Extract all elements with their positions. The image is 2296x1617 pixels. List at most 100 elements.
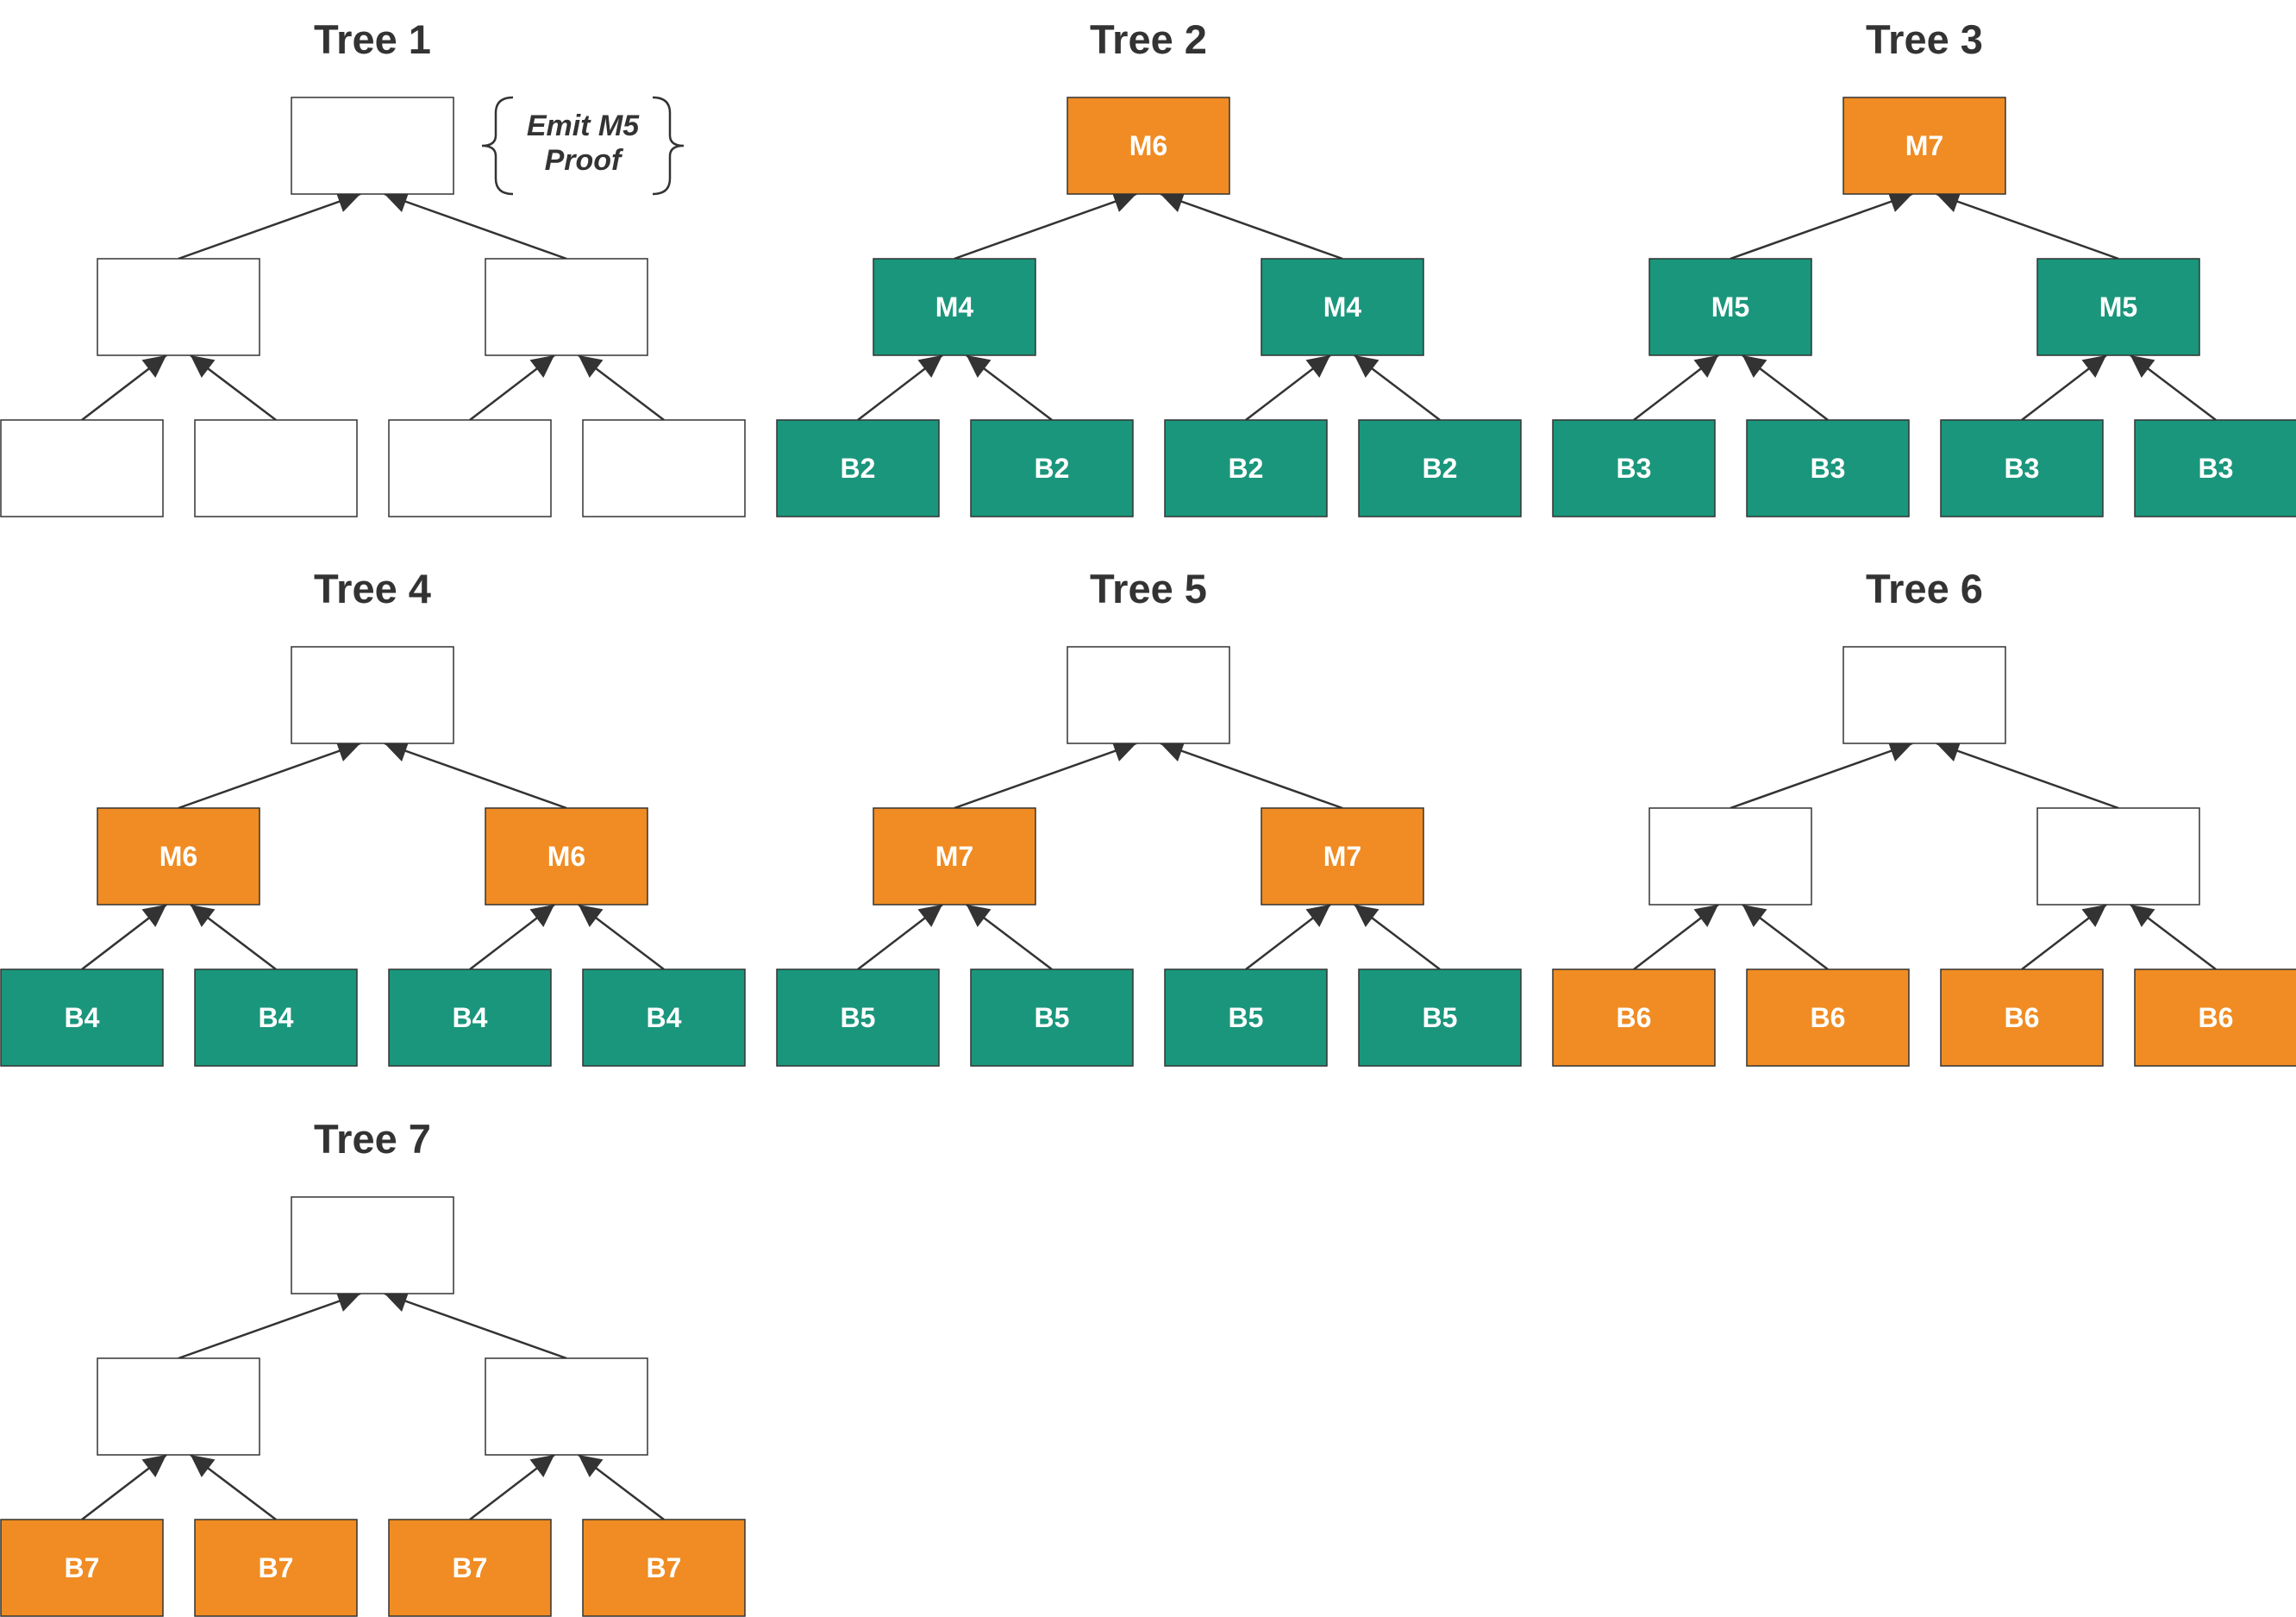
- leaf-node-box: [194, 1519, 358, 1617]
- root-node-box: [1842, 646, 2006, 744]
- leaf-node-box: [194, 968, 358, 1067]
- mid-node: [97, 1357, 260, 1456]
- tree-title: Tree 4: [314, 566, 431, 611]
- leaf-node-label: B7: [259, 1552, 294, 1583]
- annotation-line-1: Emit M5: [527, 110, 640, 142]
- mid-node-box: [97, 1357, 260, 1456]
- edge-leaf-3-to-mid-2: [2021, 904, 2107, 970]
- edge-leaf-3-to-mid-2: [1245, 354, 1331, 421]
- edge-leaf-4-to-mid-2: [1354, 904, 1441, 970]
- leaf-node-box: [1358, 968, 1522, 1067]
- edge-mid-1-to-root: [178, 191, 361, 260]
- mid-node-label: M6: [160, 841, 197, 872]
- mid-node-label: M5: [2099, 291, 2137, 323]
- leaf-node: B2: [1358, 419, 1522, 517]
- leaf-node-box: [1164, 968, 1328, 1067]
- leaf-node-box: [1940, 419, 2104, 517]
- leaf-node-box: [1164, 419, 1328, 517]
- edge-leaf-2-to-mid-1: [1742, 904, 1829, 970]
- mid-node-label: M4: [1323, 291, 1362, 323]
- leaf-node-label: B2: [1229, 453, 1264, 484]
- leaf-node-box: [1940, 968, 2104, 1067]
- leaf-node: B5: [1164, 968, 1328, 1067]
- mid-node-box: [1648, 807, 1812, 906]
- tree-title: Tree 1: [314, 16, 431, 62]
- edge-leaf-3-to-mid-2: [2021, 354, 2107, 421]
- mid-node-box: [1648, 258, 1812, 356]
- leaf-node: B3: [1940, 419, 2104, 517]
- leaf-node-label: B6: [2005, 1002, 2040, 1033]
- edge-leaf-2-to-mid-1: [966, 354, 1053, 421]
- mid-node-box: [485, 1357, 648, 1456]
- edge-leaf-3-to-mid-2: [469, 904, 555, 970]
- root-node-box: [291, 1196, 454, 1294]
- edge-mid-1-to-root: [1730, 191, 1913, 260]
- leaf-node-box: [776, 968, 940, 1067]
- leaf-node-label: B5: [1423, 1002, 1458, 1033]
- leaf-node-label: B4: [259, 1002, 294, 1033]
- root-node-box: [1842, 97, 2006, 195]
- leaf-node-box: [194, 419, 358, 517]
- mid-node: M5: [2036, 258, 2200, 356]
- edge-mid-2-to-root: [384, 1290, 567, 1360]
- leaf-node: B7: [582, 1519, 746, 1617]
- leaf-node-box: [388, 419, 552, 517]
- edge-leaf-2-to-mid-1: [190, 1454, 277, 1520]
- leaf-node: [0, 419, 164, 517]
- edge-mid-2-to-root: [384, 191, 567, 260]
- leaf-node: B3: [1552, 419, 1716, 517]
- leaf-node: B3: [2134, 419, 2296, 517]
- leaf-node: B2: [776, 419, 940, 517]
- leaf-node: [388, 419, 552, 517]
- leaf-node-box: [388, 968, 552, 1067]
- leaf-node: B4: [0, 968, 164, 1067]
- edge-mid-1-to-root: [954, 191, 1137, 260]
- right-brace: [652, 96, 685, 196]
- edge-leaf-1-to-mid-1: [1633, 904, 1719, 970]
- edge-mid-2-to-root: [1160, 191, 1343, 260]
- edge-leaf-4-to-mid-2: [2130, 904, 2217, 970]
- edge-leaf-3-to-mid-2: [469, 1454, 555, 1520]
- edge-mid-2-to-root: [1936, 740, 2119, 810]
- mid-node: [2036, 807, 2200, 906]
- leaf-node: B6: [2134, 968, 2296, 1067]
- leaf-node-box: [388, 1519, 552, 1617]
- mid-node: M4: [1261, 258, 1424, 356]
- edge-leaf-2-to-mid-1: [190, 904, 277, 970]
- mid-node-box: [2036, 258, 2200, 356]
- edge-leaf-3-to-mid-2: [469, 354, 555, 421]
- leaf-node: B4: [388, 968, 552, 1067]
- leaf-node-label: B2: [1423, 453, 1458, 484]
- leaf-node-box: [1552, 968, 1716, 1067]
- mid-node: [485, 258, 648, 356]
- edge-leaf-4-to-mid-2: [578, 904, 665, 970]
- root-node-label: M7: [1905, 130, 1943, 161]
- mid-node: M6: [97, 807, 260, 906]
- mid-node-box: [873, 807, 1036, 906]
- root-node: [1842, 646, 2006, 744]
- edge-leaf-1-to-mid-1: [81, 1454, 167, 1520]
- leaf-node: B7: [194, 1519, 358, 1617]
- edge-leaf-1-to-mid-1: [81, 904, 167, 970]
- mid-node: M7: [1261, 807, 1424, 906]
- mid-node-label: M4: [935, 291, 974, 323]
- tree-title: Tree 6: [1866, 566, 1983, 611]
- leaf-node-box: [582, 419, 746, 517]
- edge-leaf-4-to-mid-2: [1354, 354, 1441, 421]
- left-brace: [481, 96, 514, 196]
- leaf-node-box: [2134, 419, 2296, 517]
- root-node-box: [291, 97, 454, 195]
- mid-node-box: [485, 807, 648, 906]
- mid-node-box: [2036, 807, 2200, 906]
- leaf-node-label: B4: [453, 1002, 488, 1033]
- leaf-node: B5: [1358, 968, 1522, 1067]
- leaf-node-box: [2134, 968, 2296, 1067]
